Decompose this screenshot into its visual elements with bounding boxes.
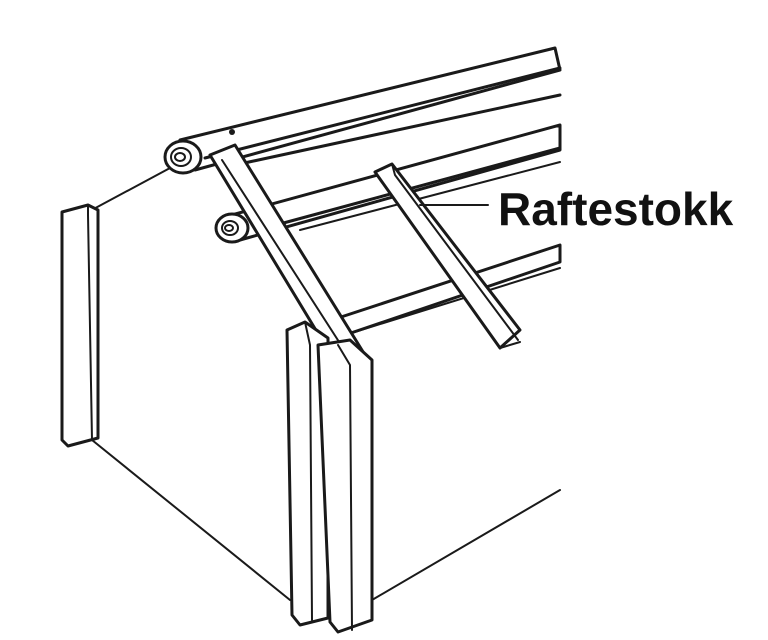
right-wall-bottom-edge (371, 489, 561, 601)
raftestokk-label: Raftestokk (498, 183, 734, 235)
purlin-log-end (214, 212, 250, 244)
wall-bottom-edge (91, 439, 291, 601)
front-corner-post-right (316, 338, 374, 634)
gable-edge-line (87, 167, 171, 213)
ridge-log-end (163, 139, 203, 175)
raftestokk-rafter (373, 162, 522, 350)
left-post (60, 203, 100, 448)
front-corner-post-left (285, 320, 330, 627)
